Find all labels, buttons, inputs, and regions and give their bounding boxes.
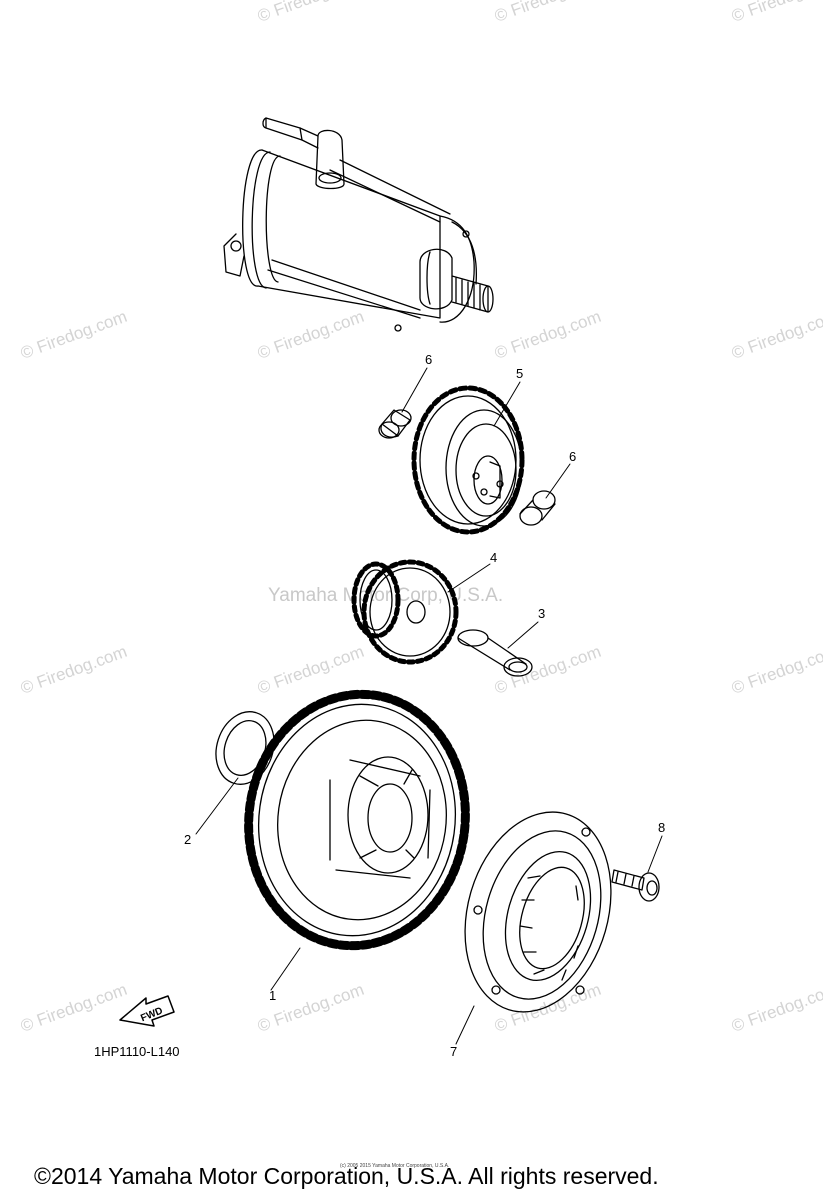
figure-code: 1HP1110-L140 [94, 1044, 180, 1059]
callout-labels: 1 2 3 4 5 6 6 7 8 [184, 352, 665, 1059]
copyright-notice: ©2014 Yamaha Motor Corporation, U.S.A. A… [34, 1163, 659, 1189]
callout-1: 1 [269, 988, 276, 1003]
callout-4: 4 [490, 550, 497, 565]
callout-3: 3 [538, 606, 545, 621]
callout-7: 7 [450, 1044, 457, 1059]
leader-lines [195, 367, 663, 1045]
bushing-lower [519, 490, 556, 526]
shaft-pin-3 [457, 629, 533, 677]
starter-wheel-gear-1 [244, 689, 470, 951]
callout-2: 2 [184, 832, 191, 847]
bolt-8 [611, 869, 660, 902]
callout-8: 8 [658, 820, 665, 835]
idler-gear-4 [351, 559, 459, 665]
bushing-upper [378, 409, 412, 439]
one-way-clutch-7 [464, 811, 612, 1013]
callout-6-lower: 6 [569, 449, 576, 464]
tiny-credit: (c) 2005 2015 Yamaha Motor Corporation, … [340, 1163, 450, 1169]
callout-6-upper: 6 [425, 352, 432, 367]
idler-gear-5 [411, 385, 525, 535]
starter-motor [223, 117, 494, 332]
callout-5: 5 [516, 366, 523, 381]
fwd-arrow-icon: FWD [119, 995, 175, 1027]
